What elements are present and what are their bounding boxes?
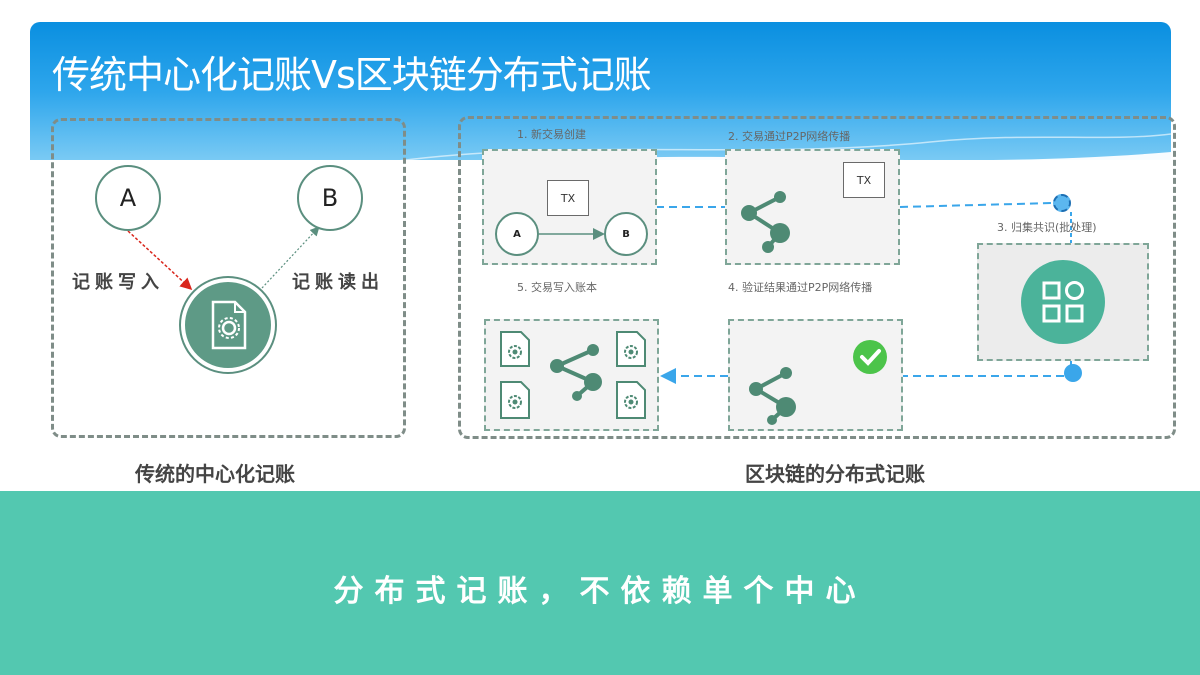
- read-label: 记账读出: [292, 272, 384, 293]
- step-5-label: 5. 交易写入账本: [517, 281, 597, 294]
- file-gear-icon: [616, 331, 646, 367]
- step-1-label: 1. 新交易创建: [517, 128, 586, 141]
- node-a: A: [95, 165, 161, 231]
- file-gear-icon: [211, 300, 247, 350]
- footer-text: 分布式记账，不依赖单个中心: [333, 574, 867, 609]
- distributed-caption: 区块链的分布式记账: [745, 462, 925, 486]
- centralized-panel: [51, 118, 406, 438]
- distributed-panel: [458, 116, 1176, 439]
- central-ledger: [181, 278, 275, 372]
- connector-dot-top: [1053, 194, 1071, 212]
- tx-card: TX: [547, 180, 589, 216]
- write-label: 记账写入: [72, 272, 164, 293]
- read-arrow: [261, 226, 320, 289]
- share-icon: [741, 191, 790, 253]
- mini-node-a: A: [495, 212, 539, 256]
- file-gear-icon: [616, 381, 646, 419]
- check-mark: [860, 349, 881, 366]
- mini-node-b: B: [604, 212, 648, 256]
- step-2-label: 2. 交易通过P2P网络传播: [728, 130, 851, 143]
- footer-banner: [0, 491, 1200, 675]
- file-gear-icon: [500, 381, 530, 419]
- share-icon: [749, 367, 796, 425]
- grid-apps-icon: [1042, 281, 1084, 323]
- step-4-label: 4. 验证结果通过P2P网络传播: [728, 281, 873, 294]
- share-icon: [550, 344, 602, 401]
- node-b: B: [297, 165, 363, 231]
- write-arrow: [127, 230, 193, 291]
- centralized-caption: 传统的中心化记账: [135, 462, 295, 486]
- step-4-box: [728, 319, 903, 431]
- step-3-label: 3. 归集共识(批处理): [997, 221, 1097, 234]
- distributed-ledger-icons: [500, 331, 646, 419]
- consensus-node: [1021, 260, 1105, 344]
- tx-card-2: TX: [843, 162, 885, 198]
- check-icon: [853, 340, 887, 374]
- page-title: 传统中心化记账Vs区块链分布式记账: [52, 53, 652, 97]
- file-gear-icon: [500, 331, 530, 367]
- connector-dot-bottom: [1064, 364, 1082, 382]
